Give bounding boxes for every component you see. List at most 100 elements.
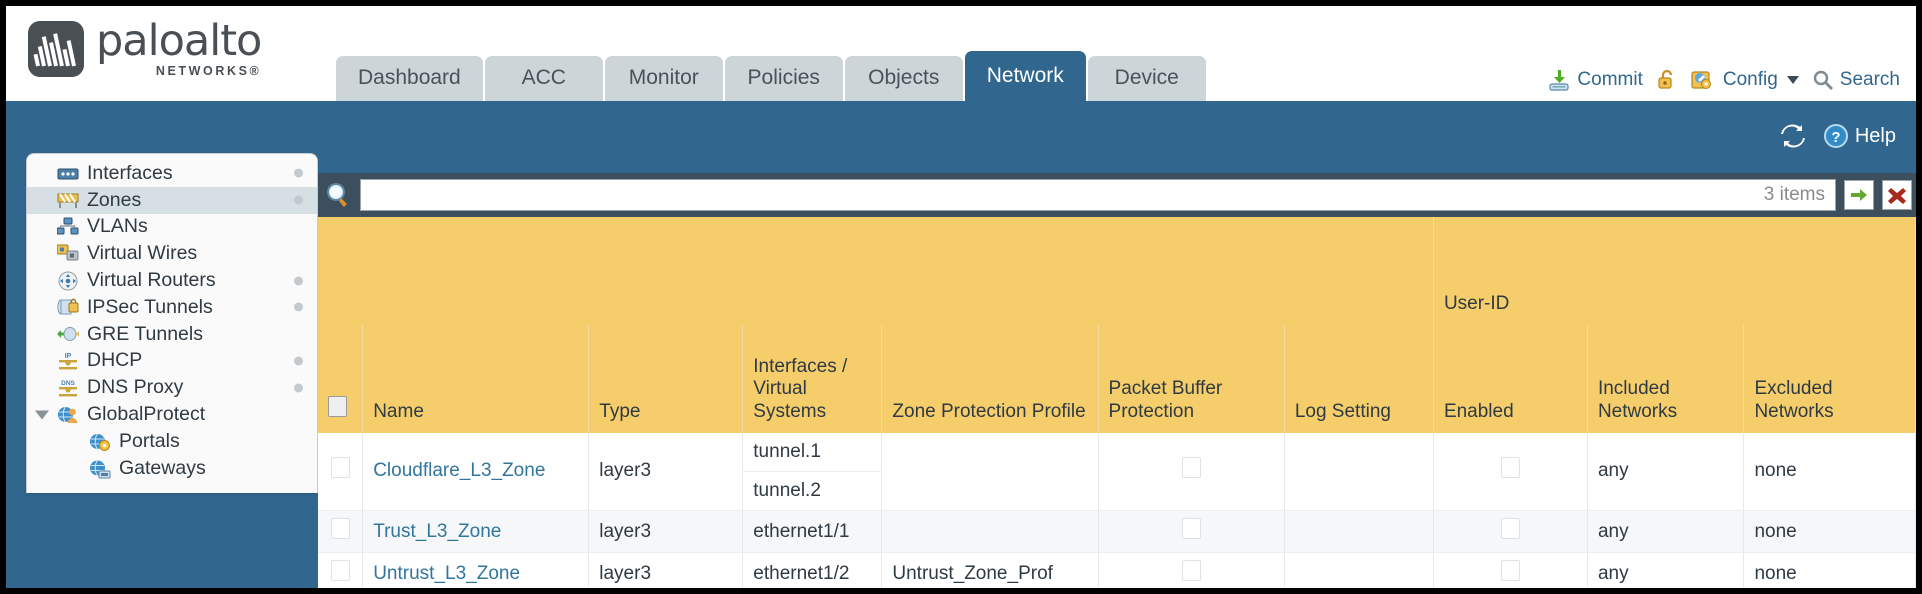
help-button[interactable]: ? Help bbox=[1823, 123, 1896, 149]
sidebar-item-label: Portals bbox=[119, 429, 180, 452]
search-input[interactable]: 3 items bbox=[360, 179, 1836, 211]
zones-table-container: User-ID Name Type Interfaces / Virtual S… bbox=[318, 217, 1916, 588]
excluded-networks: none bbox=[1743, 433, 1916, 511]
sidebar-item-interfaces[interactable]: Interfaces bbox=[27, 160, 317, 187]
zone-name-link[interactable]: Untrust_L3_Zone bbox=[373, 563, 521, 585]
tab-objects[interactable]: Objects bbox=[844, 55, 963, 101]
zone-type: layer3 bbox=[588, 433, 744, 511]
config-menu[interactable]: Config bbox=[1691, 68, 1799, 92]
table-row[interactable]: Trust_L3_Zone layer3 ethernet1/1 any non… bbox=[318, 510, 1916, 554]
log-setting bbox=[1284, 510, 1434, 554]
column-header-interfaces[interactable]: Interfaces / Virtual Systems bbox=[742, 325, 883, 433]
sidebar-item-zones[interactable]: Zones bbox=[27, 186, 317, 214]
column-header-log-setting[interactable]: Log Setting bbox=[1284, 325, 1434, 433]
filter-bar: 3 items bbox=[318, 173, 1916, 217]
packet-buffer-protection-checkbox[interactable] bbox=[1181, 560, 1201, 582]
table-row[interactable]: Untrust_L3_Zone layer3 ethernet1/2 Untru… bbox=[318, 552, 1916, 588]
column-header-name[interactable]: Name bbox=[362, 325, 590, 433]
zone-interface: tunnel.1 bbox=[742, 433, 883, 472]
gateways-icon bbox=[89, 459, 111, 479]
portals-icon bbox=[89, 432, 111, 451]
lock-button[interactable] bbox=[1656, 68, 1678, 92]
packet-buffer-protection-checkbox[interactable] bbox=[1181, 457, 1201, 479]
column-header-type[interactable]: Type bbox=[588, 325, 744, 433]
vlans-icon bbox=[56, 217, 79, 236]
sidebar-item-virtual-routers[interactable]: Virtual Routers bbox=[27, 267, 317, 294]
help-question-icon: ? bbox=[1823, 124, 1848, 148]
interfaces-icon bbox=[57, 164, 79, 183]
zone-protection-profile bbox=[881, 510, 1099, 554]
sidebar-item-ipsec-tunnels[interactable]: IPSec Tunnels bbox=[27, 294, 317, 321]
column-header-zone-protection-profile[interactable]: Zone Protection Profile bbox=[881, 325, 1099, 433]
row-checkbox[interactable] bbox=[330, 457, 350, 479]
sidebar-item-gateways[interactable]: Gateways bbox=[27, 455, 317, 482]
status-dot bbox=[294, 195, 303, 205]
status-dot bbox=[294, 302, 303, 312]
clear-filter-button[interactable] bbox=[1882, 180, 1912, 210]
packet-buffer-protection-checkbox[interactable] bbox=[1181, 517, 1201, 539]
network-sidebar: Interfaces Zones VLANs bbox=[26, 153, 318, 493]
ipsec-tunnels-icon bbox=[57, 298, 79, 317]
row-checkbox[interactable] bbox=[330, 560, 350, 582]
items-count: 3 items bbox=[1763, 184, 1825, 205]
top-bar: paloalto NETWORKS® Dashboard ACC Monitor… bbox=[6, 6, 1916, 101]
tab-policies[interactable]: Policies bbox=[724, 55, 843, 101]
zones-table: User-ID Name Type Interfaces / Virtual S… bbox=[318, 217, 1916, 588]
apply-filter-button[interactable] bbox=[1844, 180, 1874, 210]
log-setting bbox=[1284, 433, 1434, 511]
included-networks: any bbox=[1587, 433, 1745, 511]
refresh-icon[interactable] bbox=[1779, 123, 1807, 149]
select-all-checkbox[interactable] bbox=[328, 395, 347, 417]
userid-enabled-checkbox[interactable] bbox=[1500, 457, 1520, 479]
status-dot bbox=[294, 276, 303, 286]
column-header-userid-enabled[interactable]: Enabled bbox=[1433, 325, 1588, 433]
column-header-included-networks[interactable]: Included Networks bbox=[1587, 325, 1745, 433]
column-header-excluded-networks[interactable]: Excluded Networks bbox=[1743, 325, 1916, 433]
commit-button[interactable]: Commit bbox=[1547, 68, 1643, 92]
userid-enabled-checkbox[interactable] bbox=[1500, 517, 1520, 539]
status-dot bbox=[294, 168, 303, 178]
gre-tunnels-icon bbox=[57, 325, 79, 344]
chevron-down-icon[interactable] bbox=[35, 410, 49, 420]
status-dot bbox=[294, 356, 303, 366]
search-magnifier-icon[interactable] bbox=[324, 181, 352, 209]
select-all-header[interactable] bbox=[318, 325, 364, 433]
sidebar-item-virtual-wires[interactable]: Virtual Wires bbox=[27, 240, 317, 267]
sidebar-item-vlans[interactable]: VLANs bbox=[27, 214, 317, 241]
body-area: Interfaces Zones VLANs bbox=[6, 153, 1916, 588]
sidebar-item-globalprotect[interactable]: GlobalProtect bbox=[27, 401, 317, 428]
zone-type: layer3 bbox=[588, 552, 744, 588]
svg-text:?: ? bbox=[1831, 129, 1840, 146]
sidebar-item-label: Gateways bbox=[119, 456, 206, 479]
blue-action-band: ? Help bbox=[6, 101, 1916, 173]
brand-tagline: NETWORKS® bbox=[155, 64, 262, 78]
sidebar-item-label: Interfaces bbox=[87, 161, 173, 184]
excluded-networks: none bbox=[1743, 552, 1916, 588]
sidebar-item-label: GlobalProtect bbox=[87, 403, 206, 426]
table-group-header-row: User-ID bbox=[318, 217, 1916, 325]
tab-device[interactable]: Device bbox=[1087, 55, 1206, 101]
zone-name-link[interactable]: Trust_L3_Zone bbox=[373, 520, 502, 542]
blue-band-actions: ? Help bbox=[1779, 123, 1896, 149]
sidebar-item-gre-tunnels[interactable]: GRE Tunnels bbox=[27, 321, 317, 348]
table-row[interactable]: Cloudflare_L3_Zone layer3 tunnel.1 any n… bbox=[318, 433, 1916, 511]
row-checkbox[interactable] bbox=[330, 517, 350, 539]
zone-name-link[interactable]: Cloudflare_L3_Zone bbox=[373, 460, 546, 482]
tab-acc[interactable]: ACC bbox=[484, 55, 603, 101]
search-button[interactable]: Search bbox=[1812, 69, 1900, 91]
paloalto-logo-icon bbox=[28, 20, 84, 77]
tab-monitor[interactable]: Monitor bbox=[604, 55, 723, 101]
zones-table-body: Cloudflare_L3_Zone layer3 tunnel.1 any n… bbox=[318, 433, 1916, 588]
column-header-packet-buffer-protection[interactable]: Packet Buffer Protection bbox=[1098, 325, 1285, 433]
sidebar-item-portals[interactable]: Portals bbox=[27, 428, 317, 455]
sidebar-item-label: Virtual Routers bbox=[87, 269, 216, 292]
sidebar-item-dhcp[interactable]: IP DHCP bbox=[27, 348, 317, 375]
tab-dashboard[interactable]: Dashboard bbox=[336, 55, 483, 101]
group-header-spacer bbox=[318, 217, 1434, 325]
userid-enabled-checkbox[interactable] bbox=[1500, 560, 1520, 582]
zone-protection-profile: Untrust_Zone_Prof bbox=[881, 552, 1099, 588]
sidebar-item-dns-proxy[interactable]: DNS DNS Proxy bbox=[27, 374, 317, 401]
sidebar-item-label: Virtual Wires bbox=[87, 242, 198, 265]
brand-name: paloalto bbox=[96, 16, 262, 66]
tab-network[interactable]: Network bbox=[964, 50, 1086, 101]
